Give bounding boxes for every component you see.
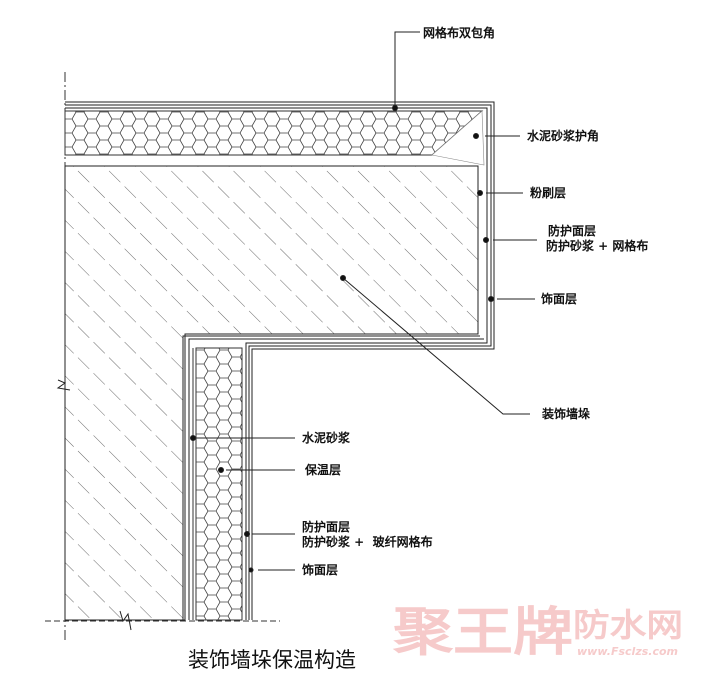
finish-layer-outline xyxy=(65,101,495,620)
label-finish-layer-bottom: 饰面层 xyxy=(302,562,338,577)
insulation-side xyxy=(195,347,243,621)
label-protective-mortar-fiberglass-mesh: 防护砂浆 + 玻纤网格布 xyxy=(302,534,433,549)
label-protective-mortar-mesh-top: 防护砂浆 + 网格布 xyxy=(546,238,648,253)
label-plaster-layer: 粉刷层 xyxy=(530,185,566,200)
svg-text:聚王牌: 聚王牌 xyxy=(392,603,573,663)
label-protective-layer-bottom: 防护面层 xyxy=(302,519,350,534)
mortar-corner xyxy=(431,110,485,166)
label-finish-layer-top: 饰面层 xyxy=(541,291,577,306)
insulation-top xyxy=(64,110,484,156)
label-decorative-pilaster: 装饰墙垛 xyxy=(541,406,590,421)
watermark-logo: 聚王牌 防水网 www.Fsclzs.com xyxy=(392,603,683,663)
label-mesh-double-corner: 网格布双包角 xyxy=(423,25,495,40)
label-mortar-corner-guard: 水泥砂浆护角 xyxy=(527,128,599,143)
drawing-title: 装饰墙垛保温构造 xyxy=(188,648,356,672)
svg-text:www.Fsclzs.com: www.Fsclzs.com xyxy=(577,645,678,658)
pilaster-wall xyxy=(64,165,479,621)
label-cement-mortar: 水泥砂浆 xyxy=(302,430,351,445)
break-symbol-left xyxy=(56,379,71,391)
svg-text:防水网: 防水网 xyxy=(573,606,683,644)
label-protective-layer-top: 防护面层 xyxy=(548,223,596,238)
label-insulation-layer: 保温层 xyxy=(304,462,341,477)
